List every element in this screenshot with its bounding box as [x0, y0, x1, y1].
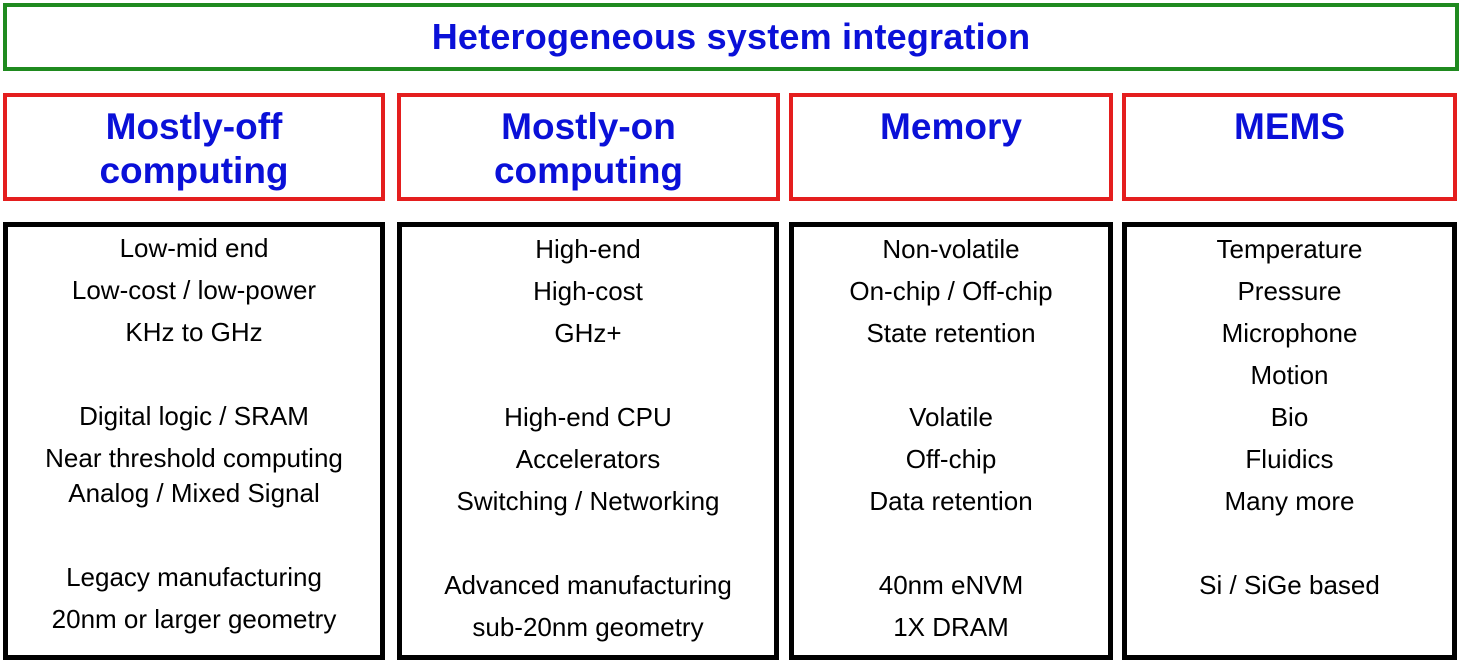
item-text: 1X DRAM: [893, 612, 1009, 642]
item-text: Switching / Networking: [456, 486, 720, 516]
item-text: Low-mid end: [119, 233, 269, 263]
column-header-memory: Memory: [789, 93, 1113, 201]
header-line: computing: [99, 150, 289, 191]
item-text: Analog / Mixed Signal: [68, 478, 320, 508]
item-text: High-end CPU: [504, 402, 672, 432]
item-text: Legacy manufacturing: [66, 562, 322, 592]
item-text: Volatile: [909, 402, 993, 432]
item-text: High-end: [535, 234, 641, 264]
column-header-mems: MEMS: [1122, 93, 1457, 201]
item-text: KHz to GHz: [125, 317, 263, 347]
item-text: Many more: [1224, 486, 1355, 516]
item-text: Microphone: [1221, 318, 1358, 348]
item-text: Si / SiGe based: [1199, 570, 1380, 600]
header-line: computing: [493, 150, 684, 191]
header-line: Mostly-on: [501, 106, 676, 147]
diagram-title: Heterogeneous system integration: [431, 16, 1031, 57]
column-header-text: MEMS: [1234, 105, 1345, 149]
item-text: Advanced manufacturing: [444, 570, 732, 600]
item-text: State retention: [866, 318, 1036, 348]
item-text: Data retention: [869, 486, 1033, 516]
item-text: High-cost: [533, 276, 643, 306]
item-text: Motion: [1250, 360, 1329, 390]
header-line: MEMS: [1234, 106, 1345, 147]
column-header-text: Mostly-on computing: [494, 105, 683, 193]
header-line: Mostly-off: [105, 106, 283, 147]
item-text: Off-chip: [905, 444, 997, 474]
item-text: Temperature: [1216, 234, 1363, 264]
item-text: Digital logic / SRAM: [79, 401, 309, 431]
diagram-title-box: Heterogeneous system integration: [3, 3, 1459, 71]
column-body-mostly-on: High-end High-cost GHz+ High-end CPU Acc…: [397, 222, 779, 660]
column-body-mostly-off: Low-mid end Low-cost / low-power KHz to …: [3, 222, 385, 660]
item-text: 40nm eNVM: [878, 570, 1024, 600]
column-header-text: Memory: [880, 105, 1022, 149]
header-line: Memory: [880, 106, 1022, 147]
column-body-memory: Non-volatile On-chip / Off-chip State re…: [789, 222, 1113, 660]
item-text: Fluidics: [1245, 444, 1334, 474]
column-header-mostly-on: Mostly-on computing: [397, 93, 780, 201]
item-text: Near threshold computing: [45, 443, 343, 473]
item-text: Low-cost / low-power: [71, 275, 317, 305]
item-text: GHz+: [554, 318, 622, 348]
item-text: Pressure: [1237, 276, 1342, 306]
column-body-mems: Temperature Pressure Microphone Motion B…: [1122, 222, 1457, 660]
item-text: Bio: [1270, 402, 1309, 432]
column-header-mostly-off: Mostly-off computing: [3, 93, 385, 201]
column-header-text: Mostly-off computing: [99, 105, 288, 193]
item-text: On-chip / Off-chip: [849, 276, 1053, 306]
item-text: Non-volatile: [882, 234, 1020, 264]
item-text: sub-20nm geometry: [472, 612, 704, 642]
item-text: Accelerators: [515, 444, 661, 474]
item-text: 20nm or larger geometry: [51, 604, 337, 634]
